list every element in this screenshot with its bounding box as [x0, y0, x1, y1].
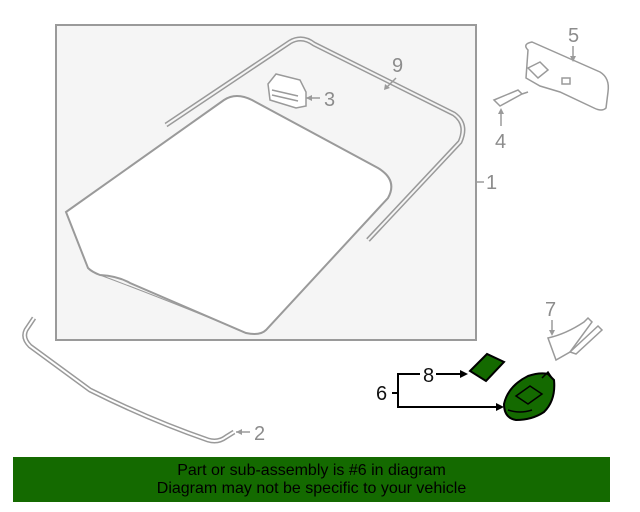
callout-9: 9 — [392, 55, 403, 77]
callout-4: 4 — [495, 131, 506, 153]
windshield-glass[interactable] — [64, 95, 393, 335]
sensor-assembly-part[interactable] — [502, 370, 556, 422]
mirror-cover-part[interactable] — [547, 316, 604, 362]
sensor-pad-part[interactable] — [468, 352, 506, 383]
callout-5: 5 — [568, 25, 579, 47]
info-banner: Part or sub-assembly is #6 in diagram Di… — [13, 457, 610, 502]
callout-2: 2 — [254, 423, 265, 445]
banner-line-disclaimer: Diagram may not be specific to your vehi… — [156, 480, 467, 497]
rearview-mirror-part[interactable] — [525, 41, 610, 111]
callout-1: 1 — [486, 172, 497, 194]
bracket-clip-part[interactable] — [267, 73, 307, 109]
callout-3: 3 — [324, 89, 335, 111]
callout-6: 6 — [376, 383, 387, 405]
parts-diagram: 3 9 1 2 5 4 7 6 — [22, 24, 610, 445]
callout-8: 8 — [423, 365, 434, 387]
mirror-mount-base-part[interactable] — [492, 89, 529, 107]
callout-7: 7 — [545, 299, 556, 321]
banner-line-part: Part or sub-assembly is #6 in diagram — [177, 462, 446, 479]
